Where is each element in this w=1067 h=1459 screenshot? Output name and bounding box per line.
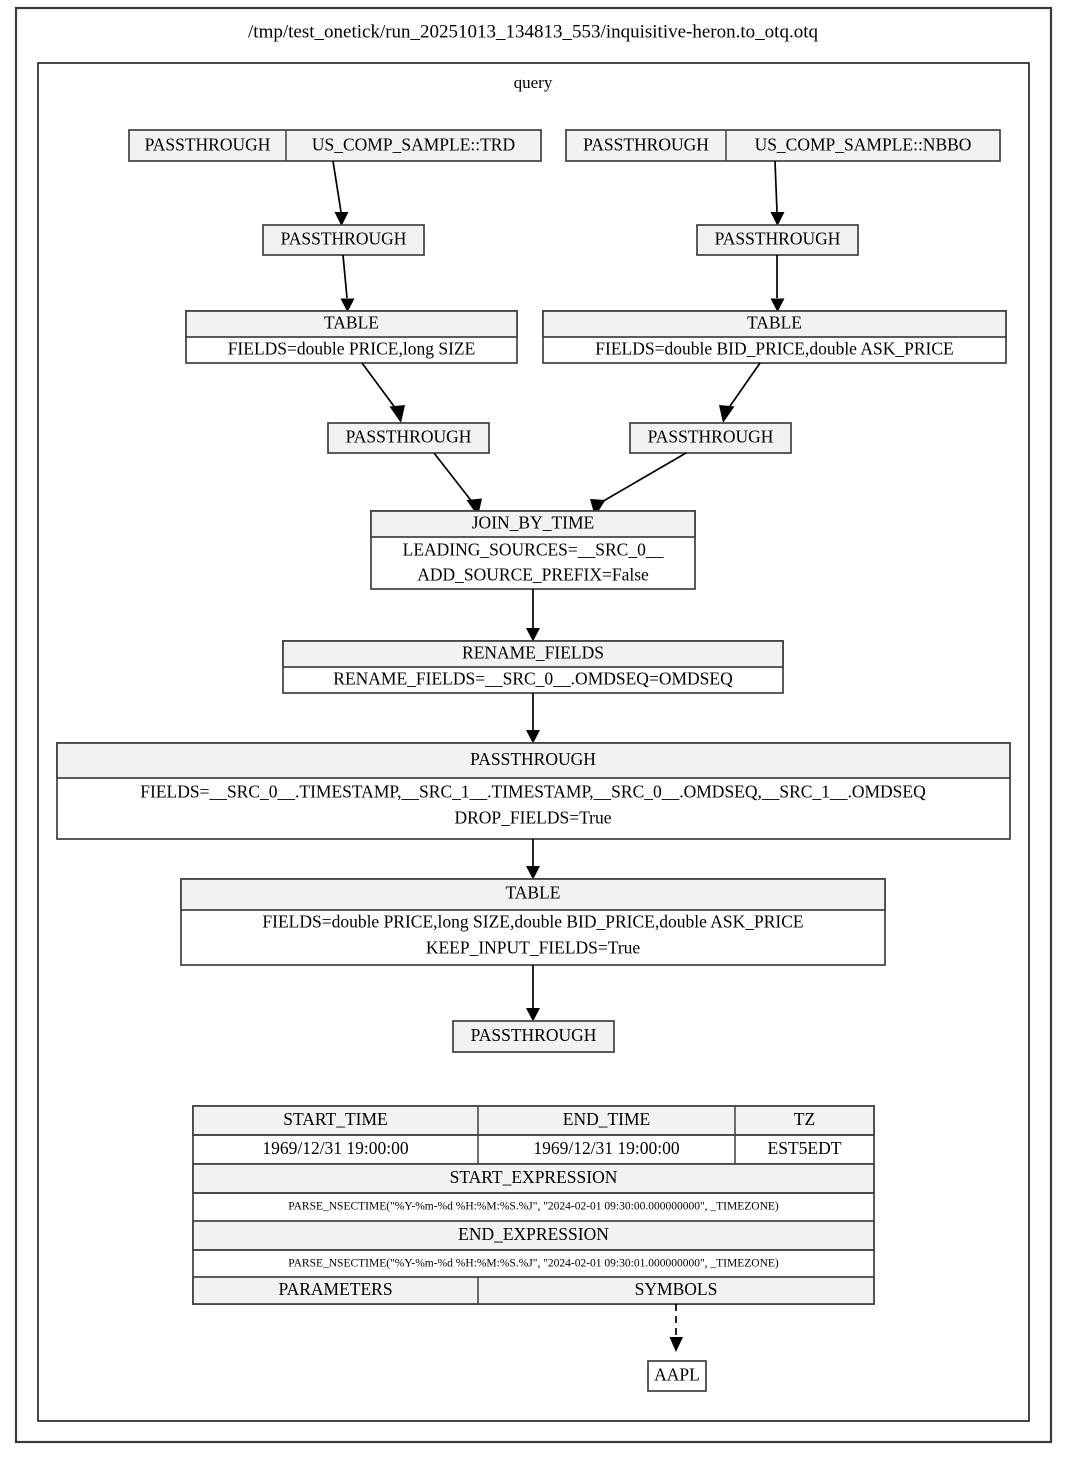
node-passthrough-trd-1[interactable]: PASSTHROUGH bbox=[262, 224, 425, 256]
edge-trd-to-passthrough1 bbox=[332, 160, 342, 213]
rename-body-0: RENAME_FIELDS=__SRC_0__.OMDSEQ=OMDSEQ bbox=[333, 669, 733, 689]
arrowhead bbox=[719, 405, 735, 423]
rename-header: RENAME_FIELDS bbox=[462, 643, 604, 663]
params-header-start-time: START_TIME bbox=[283, 1109, 388, 1129]
cluster-label: query bbox=[514, 73, 553, 92]
params-parameters-label: PARAMETERS bbox=[278, 1279, 392, 1299]
passthrough-drop-body-0: FIELDS=__SRC_0__.TIMESTAMP,__SRC_1__.TIM… bbox=[140, 782, 926, 802]
arrowhead bbox=[770, 298, 785, 312]
params-start-expression-label: START_EXPRESSION bbox=[450, 1167, 618, 1187]
node-join-by-time[interactable]: JOIN_BY_TIME LEADING_SOURCES=__SRC_0__ A… bbox=[370, 510, 696, 590]
source-nbbo-right-label: US_COMP_SAMPLE::NBBO bbox=[755, 135, 972, 155]
edge-table-nbbo-to-passthrough2 bbox=[727, 362, 761, 410]
table-nbbo-header: TABLE bbox=[747, 313, 802, 333]
passthrough-final-label: PASSTHROUGH bbox=[471, 1025, 597, 1045]
node-source-trd[interactable]: PASSTHROUGH US_COMP_SAMPLE::TRD bbox=[128, 129, 542, 162]
node-table-trd[interactable]: TABLE FIELDS=double PRICE,long SIZE bbox=[185, 310, 518, 364]
params-value-tz: EST5EDT bbox=[768, 1138, 842, 1158]
params-value-start-time: 1969/12/31 19:00:00 bbox=[262, 1138, 409, 1158]
passthrough-nbbo-2-label: PASSTHROUGH bbox=[648, 427, 774, 447]
edge-table-trd-to-passthrough2 bbox=[361, 362, 397, 410]
params-symbols-label: SYMBOLS bbox=[635, 1279, 718, 1299]
node-table-nbbo[interactable]: TABLE FIELDS=double BID_PRICE,double ASK… bbox=[542, 310, 1007, 364]
node-symbol-aapl[interactable]: AAPL bbox=[647, 1360, 707, 1392]
passthrough-nbbo-1-label: PASSTHROUGH bbox=[715, 229, 841, 249]
table-final-body-1: KEEP_INPUT_FIELDS=True bbox=[426, 938, 641, 958]
arrowhead bbox=[334, 212, 349, 226]
params-end-expression-value: PARSE_NSECTIME("%Y-%m-%d %H:%M:%S.%J", "… bbox=[288, 1258, 779, 1270]
page-title: /tmp/test_onetick/run_20251013_134813_55… bbox=[248, 21, 818, 42]
query-cluster-frame bbox=[37, 62, 1030, 1422]
arrowhead bbox=[770, 212, 785, 226]
arrowhead bbox=[526, 1008, 540, 1022]
params-header-tz: TZ bbox=[794, 1109, 815, 1129]
params-start-expression-value: PARSE_NSECTIME("%Y-%m-%d %H:%M:%S.%J", "… bbox=[288, 1201, 779, 1213]
join-body-0: LEADING_SOURCES=__SRC_0__ bbox=[403, 540, 664, 560]
edge-passthrough1-to-table-trd bbox=[342, 254, 348, 299]
node-passthrough-drop[interactable]: PASSTHROUGH FIELDS=__SRC_0__.TIMESTAMP,_… bbox=[56, 742, 1011, 840]
node-rename-fields[interactable]: RENAME_FIELDS RENAME_FIELDS=__SRC_0__.OM… bbox=[282, 640, 784, 694]
node-passthrough-final[interactable]: PASSTHROUGH bbox=[452, 1020, 615, 1053]
edge-nbbo-to-passthrough1 bbox=[774, 160, 778, 213]
arrowhead bbox=[389, 405, 405, 423]
symbol-aapl-label: AAPL bbox=[654, 1365, 700, 1385]
edge-passthrough2-nbbo-to-join bbox=[599, 452, 687, 504]
edge-passthrough2-trd-to-join bbox=[433, 452, 474, 504]
source-trd-left-label: PASSTHROUGH bbox=[145, 135, 271, 155]
passthrough-trd-1-label: PASSTHROUGH bbox=[281, 229, 407, 249]
table-trd-header: TABLE bbox=[324, 313, 379, 333]
source-trd-right-label: US_COMP_SAMPLE::TRD bbox=[312, 135, 515, 155]
params-header-end-time: END_TIME bbox=[563, 1109, 650, 1129]
table-nbbo-body-0: FIELDS=double BID_PRICE,double ASK_PRICE bbox=[595, 339, 953, 359]
node-passthrough-trd-2[interactable]: PASSTHROUGH bbox=[327, 422, 490, 454]
passthrough-drop-body-1: DROP_FIELDS=True bbox=[454, 808, 611, 828]
source-nbbo-left-label: PASSTHROUGH bbox=[583, 135, 709, 155]
join-header: JOIN_BY_TIME bbox=[472, 513, 595, 533]
passthrough-trd-2-label: PASSTHROUGH bbox=[346, 427, 472, 447]
node-table-final[interactable]: TABLE FIELDS=double PRICE,long SIZE,doub… bbox=[180, 878, 886, 966]
node-passthrough-nbbo-2[interactable]: PASSTHROUGH bbox=[629, 422, 792, 454]
outer-frame bbox=[14, 6, 1053, 1444]
arrowhead bbox=[526, 628, 540, 642]
arrowhead bbox=[669, 1337, 683, 1352]
params-table[interactable]: START_TIME END_TIME TZ 1969/12/31 19:00:… bbox=[192, 1105, 875, 1305]
arrowhead bbox=[340, 298, 355, 312]
node-source-nbbo[interactable]: PASSTHROUGH US_COMP_SAMPLE::NBBO bbox=[565, 129, 1001, 162]
arrowhead bbox=[526, 866, 540, 880]
table-trd-body-0: FIELDS=double PRICE,long SIZE bbox=[228, 339, 476, 359]
join-body-1: ADD_SOURCE_PREFIX=False bbox=[417, 565, 649, 585]
params-end-expression-label: END_EXPRESSION bbox=[458, 1224, 609, 1244]
arrowhead bbox=[526, 730, 540, 744]
passthrough-drop-header: PASSTHROUGH bbox=[470, 749, 596, 769]
table-final-body-0: FIELDS=double PRICE,long SIZE,double BID… bbox=[262, 912, 803, 932]
table-final-header: TABLE bbox=[506, 883, 561, 903]
params-value-end-time: 1969/12/31 19:00:00 bbox=[533, 1138, 680, 1158]
node-passthrough-nbbo-1[interactable]: PASSTHROUGH bbox=[696, 224, 859, 256]
